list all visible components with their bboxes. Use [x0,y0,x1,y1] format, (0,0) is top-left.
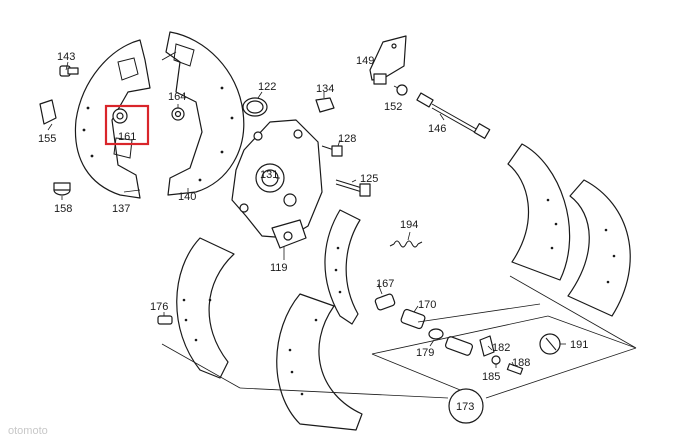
pin-167 [374,293,396,311]
label-137: 137 [112,203,130,215]
label-158: 158 [54,203,72,215]
label-182: 182 [492,342,510,354]
nut-152 [396,84,408,96]
label-170: 170 [418,299,436,311]
sleeve-170 [400,308,426,330]
label-134: 134 [316,83,334,95]
pin-182 [444,335,495,357]
label-131: 131 [260,169,278,181]
brake-shoe-167 [324,209,361,325]
bolt-128 [321,145,343,157]
label-149: 149 [356,55,374,67]
label-140: 140 [178,191,196,203]
brake-shoe-lower-left [176,237,235,379]
kit-frame-173 [161,275,637,424]
o-ring-122 [242,97,268,117]
label-152: 152 [384,101,402,113]
backing-plate-right [161,31,245,196]
label-167: 167 [376,278,394,290]
cable-146 [416,92,491,139]
bush-164 [171,107,185,121]
label-179: 179 [416,347,434,359]
bolt-143 [59,65,79,77]
label-161: 161 [118,131,136,143]
bolt-176 [157,315,173,325]
bracket-149 [369,35,407,85]
clip-155 [39,99,57,125]
brake-shoe-upper-right-b [567,179,631,317]
label-188: 188 [512,357,530,369]
label-194: 194 [400,219,418,231]
sleeve-161 [112,108,128,124]
highlight-box [104,104,150,146]
label-119: 119 [270,262,288,274]
label-155: 155 [38,133,56,145]
watermark-text: otomoto [8,425,48,437]
label-176: 176 [150,301,168,313]
tool-191 [539,333,561,355]
label-191: 191 [570,339,588,351]
spring-194 [389,240,423,248]
bolt-125 [335,179,371,197]
wheel-carrier-119 [231,119,323,249]
brake-shoe-lower-middle [276,293,363,431]
label-128: 128 [338,133,356,145]
label-185: 185 [482,371,500,383]
nut-134 [315,97,335,113]
screw-188 [506,363,524,375]
label-143: 143 [57,51,75,63]
label-173: 173 [456,401,474,413]
washer-185 [491,355,501,365]
label-164: 164 [168,91,186,103]
label-146: 146 [428,123,446,135]
brake-shoe-upper-right-a [507,143,571,281]
label-122: 122 [258,81,276,93]
backing-plate-left [74,39,151,199]
leader-lines [47,61,566,368]
label-125: 125 [360,173,378,185]
plug-158 [53,182,71,196]
ring-179 [428,328,444,340]
